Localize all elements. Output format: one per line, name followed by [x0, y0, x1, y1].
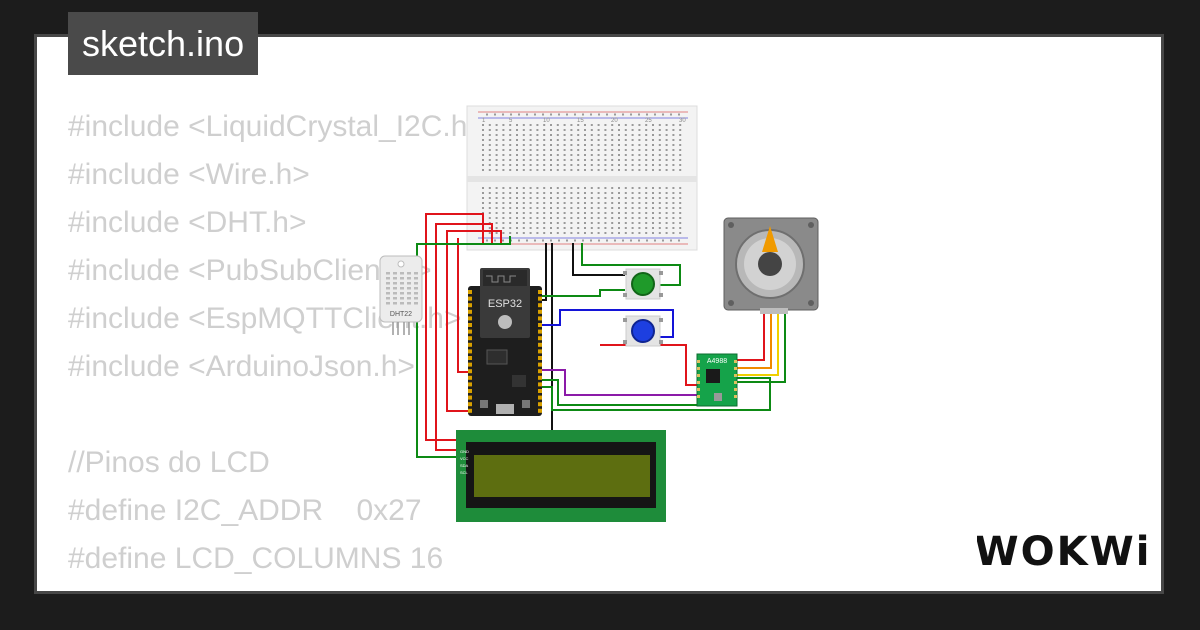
wire-red-driver [600, 344, 700, 386]
wire-red-esp [446, 230, 502, 412]
a4988-driver[interactable]: A4988 [696, 353, 738, 407]
lcd-pin-vcc: VCC [460, 456, 469, 461]
breadboard-column-number: 25 [645, 118, 652, 124]
wire-red-short [457, 238, 470, 373]
breadboard-column-number: 20 [611, 118, 618, 124]
wire-black-btn1 [572, 243, 625, 276]
wire-green-btn1b [540, 289, 625, 297]
breadboard-column-number: 1 [482, 118, 486, 124]
wire-blue-btn2 [540, 309, 674, 338]
code-line: #include <Wire.h> [68, 158, 310, 191]
breadboard-column-number: 15 [577, 118, 584, 124]
lcd-pin-scl: SCL [460, 470, 469, 475]
push-button-green[interactable] [623, 268, 663, 300]
wire-coil-3 [735, 312, 779, 376]
stepper-arrow-icon [762, 226, 778, 252]
wire-purple-step [540, 369, 700, 396]
lcd-display: GND VCC SDA SCL [456, 430, 666, 522]
wire-green-dir [540, 379, 700, 406]
a4988-label: A4988 [707, 358, 727, 365]
esp32-label: ESP32 [488, 298, 522, 310]
wire-green-driver [540, 377, 771, 411]
lcd-pin-gnd: GND [460, 449, 469, 454]
dht22-sensor: DHT22 [379, 255, 423, 335]
code-line: #include <DHT.h> [68, 206, 307, 239]
wokwi-logo-text: WOKWi [977, 529, 1149, 575]
breadboard-column-number: 30 [679, 118, 686, 124]
code-line: #define LCD_LINES 2 [68, 583, 485, 591]
code-line: #include <LiquidCrystal_I2C.h> [68, 110, 485, 143]
breadboard-column-number: 5 [509, 118, 513, 124]
lcd-pin-sda: SDA [460, 463, 469, 468]
wire-green-lcd [416, 236, 511, 458]
code-line: #include <ArduinoJson.h> [68, 350, 415, 383]
breadboard-column-number: 10 [543, 118, 550, 124]
code-line: //Pinos do LCD [68, 446, 270, 479]
wire-coil-1 [735, 312, 765, 361]
dht22-label: DHT22 [390, 311, 412, 318]
push-button-blue[interactable] [623, 315, 663, 347]
file-tab[interactable]: sketch.ino [68, 12, 259, 75]
wokwi-logo: WOKWi [977, 529, 1149, 575]
lcd-screen [474, 455, 650, 497]
wire-coil-4 [735, 312, 786, 383]
stepper-motor[interactable] [723, 217, 819, 314]
file-name: sketch.ino [82, 23, 245, 64]
esp32-board[interactable]: ESP32 [468, 268, 542, 416]
wire-green-btn1 [581, 243, 681, 286]
wire-coil-2 [735, 312, 772, 369]
code-line: #define I2C_ADDR 0x27 [68, 494, 422, 527]
code-line: #define LCD_COLUMNS 16 [68, 542, 444, 575]
